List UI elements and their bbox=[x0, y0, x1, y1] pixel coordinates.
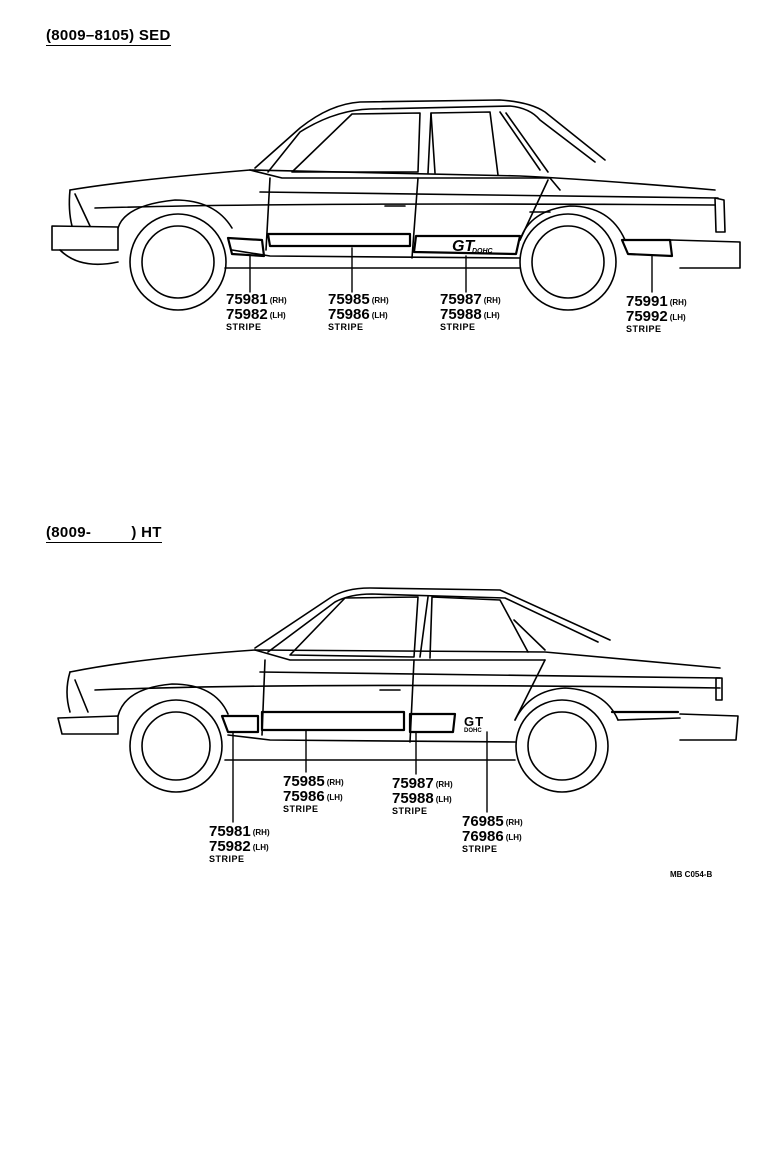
diagram-reference-code: MB C054-B bbox=[670, 870, 713, 879]
part-name: STRIPE bbox=[462, 844, 498, 854]
part-number-rh: 75987 bbox=[440, 291, 482, 308]
sedan-gt-emblem: GT bbox=[452, 238, 475, 255]
hardtop-gt-emblem: GT bbox=[464, 714, 485, 729]
hardtop-section-title: (8009- ) HT bbox=[46, 524, 162, 543]
part-number-rh: 75987 bbox=[392, 775, 434, 792]
sedan-callout-rear-quarter-front: 75981(RH) 75982(LH) STRIPE bbox=[226, 291, 287, 332]
part-number-rh: 75981 bbox=[209, 823, 251, 840]
part-name: STRIPE bbox=[328, 322, 364, 332]
hardtop-callout-rear-panel: 75987(RH) 75988(LH) STRIPE bbox=[392, 775, 453, 816]
part-number-rh: 75981 bbox=[226, 291, 268, 308]
part-name: STRIPE bbox=[283, 804, 319, 814]
part-number-rh: 76985 bbox=[462, 813, 504, 830]
part-number-rh: 75985 bbox=[283, 773, 325, 790]
part-number-rh: 75985 bbox=[328, 291, 370, 308]
hardtop-callout-front-fender: 75981(RH) 75982(LH) STRIPE bbox=[209, 823, 270, 864]
part-number-lh: 75986 bbox=[283, 788, 325, 805]
part-name: STRIPE bbox=[626, 324, 662, 334]
part-name: STRIPE bbox=[226, 322, 262, 332]
part-number-rh: 75991 bbox=[626, 293, 668, 310]
part-number-lh: 75988 bbox=[392, 790, 434, 807]
sedan-car-illustration bbox=[51, 99, 741, 311]
part-number-lh: 75982 bbox=[209, 838, 251, 855]
sedan-callout-rear-quarter: 75991(RH) 75992(LH) STRIPE bbox=[626, 293, 687, 334]
hardtop-dohc-emblem: DOHC bbox=[464, 728, 482, 734]
part-number-lh: 75982 bbox=[226, 306, 268, 323]
hardtop-callout-front-door: 75985(RH) 75986(LH) STRIPE bbox=[283, 773, 344, 814]
part-number-lh: 75988 bbox=[440, 306, 482, 323]
sedan-section-title: (8009–8105) SED bbox=[46, 27, 171, 46]
sedan-dohc-emblem: DOHC bbox=[472, 248, 493, 255]
part-number-lh: 75986 bbox=[328, 306, 370, 323]
part-number-lh: 75992 bbox=[626, 308, 668, 325]
hardtop-callout-gt-emblem: 76985(RH) 76986(LH) STRIPE bbox=[462, 813, 523, 854]
part-name: STRIPE bbox=[440, 322, 476, 332]
part-number-lh: 76986 bbox=[462, 828, 504, 845]
sedan-callout-rear-door: 75987(RH) 75988(LH) STRIPE bbox=[440, 291, 501, 332]
hardtop-car-illustration bbox=[57, 587, 739, 823]
part-name: STRIPE bbox=[392, 806, 428, 816]
part-name: STRIPE bbox=[209, 854, 245, 864]
sedan-callout-front-door: 75985(RH) 75986(LH) STRIPE bbox=[328, 291, 389, 332]
